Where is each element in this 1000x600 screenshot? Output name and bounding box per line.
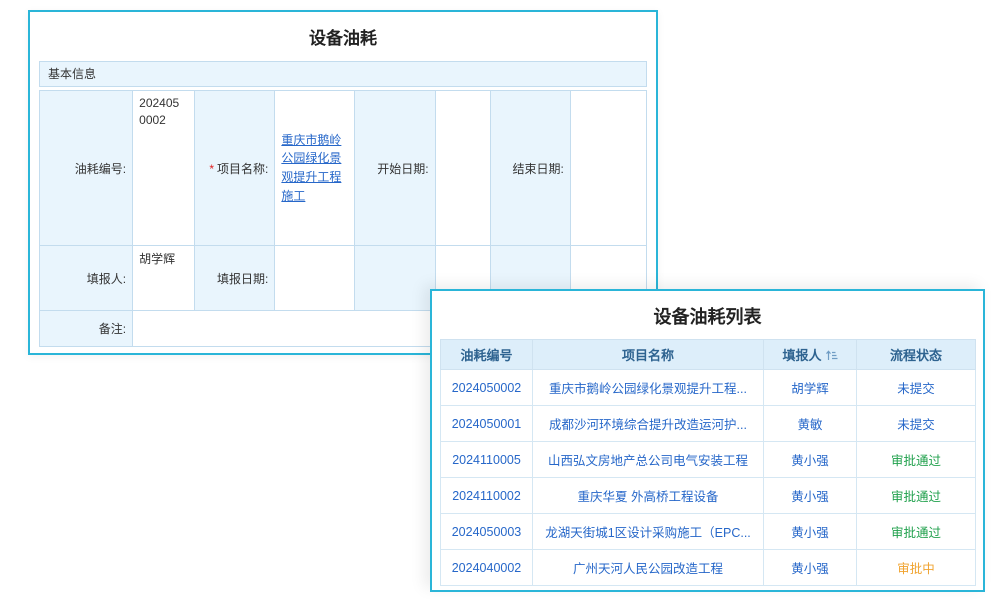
required-asterisk: * (209, 161, 215, 176)
project-name-cell: 重庆市鹅岭公园绿化景观提升工程施工 (274, 90, 356, 246)
filler-label: 填报人: (38, 245, 134, 311)
filler-cell: 黄小强 (763, 513, 857, 550)
form-title: 设备油耗 (309, 29, 377, 48)
filler-cell: 黄小强 (763, 549, 857, 586)
fuel-form-panel: 设备油耗 基本信息 油耗编号: 2024050002 *项目名称: 重庆市鹅岭公… (28, 10, 658, 355)
project-link[interactable]: 重庆市鹅岭公园绿化景观提升工程... (549, 382, 747, 396)
column-header-status: 流程状态 (856, 339, 976, 370)
basic-info-label: 基本信息 (48, 67, 97, 81)
fuel-no-link[interactable]: 2024050002 (451, 380, 522, 395)
fuel-no-link[interactable]: 2024040002 (451, 560, 522, 575)
project-link[interactable]: 龙湖天街城1区设计采购施工（EPC... (545, 526, 751, 540)
column-header-project: 项目名称 (532, 339, 764, 370)
start-date-value (434, 90, 491, 246)
filler-cell: 胡学辉 (763, 369, 857, 406)
status-cell: 审批通过 (856, 477, 976, 514)
remark-label: 备注: (38, 310, 134, 347)
fill-date-label: 填报日期: (194, 245, 276, 311)
fuel-list-table: 油耗编号 项目名称 填报人 流程状态 2024050002 重庆市鹅岭公园绿化景… (440, 339, 976, 586)
project-link[interactable]: 山西弘文房地产总公司电气安装工程 (547, 454, 748, 468)
filler-cell: 黄小强 (763, 441, 857, 478)
empty-label-cell-1 (354, 245, 436, 311)
sort-ascending-icon[interactable] (825, 349, 838, 362)
end-date-label: 结束日期: (489, 90, 571, 246)
fuel-no-link[interactable]: 2024110002 (452, 488, 521, 503)
project-name-link[interactable]: 重庆市鹅岭公园绿化景观提升工程施工 (281, 132, 342, 203)
table-row: 2024050001 成都沙河环境综合提升改造运河护... 黄敏 未提交 (440, 405, 976, 442)
fill-date-value (274, 245, 356, 311)
filler-cell: 黄小强 (763, 477, 857, 514)
table-header-row: 油耗编号 项目名称 填报人 流程状态 (440, 339, 976, 370)
fuel-list-panel: 设备油耗列表 油耗编号 项目名称 填报人 流程状态 (430, 289, 985, 592)
table-row: 2024050003 龙湖天街城1区设计采购施工（EPC... 黄小强 审批通过 (440, 513, 976, 550)
basic-info-section-header: 基本信息 (39, 61, 647, 87)
start-date-label: 开始日期: (354, 90, 436, 246)
column-header-filler-label: 填报人 (782, 348, 822, 363)
table-row: 2024040002 广州天河人民公园改造工程 黄小强 审批中 (440, 549, 976, 586)
fuel-no-value: 2024050002 (132, 90, 196, 246)
filler-value: 胡学辉 (132, 245, 196, 311)
project-link[interactable]: 成都沙河环境综合提升改造运河护... (549, 418, 747, 432)
status-cell: 审批通过 (856, 513, 976, 550)
end-date-value (569, 90, 648, 246)
fuel-no-label: 油耗编号: (38, 90, 134, 246)
column-header-fuel-no: 油耗编号 (440, 339, 533, 370)
status-cell: 未提交 (856, 369, 976, 406)
filler-cell: 黄敏 (763, 405, 857, 442)
fuel-form-table: 油耗编号: 2024050002 *项目名称: 重庆市鹅岭公园绿化景观提升工程施… (38, 90, 648, 347)
project-label-text: 项目名称: (217, 161, 269, 176)
fuel-no-text: 2024050002 (139, 96, 180, 128)
project-link[interactable]: 重庆华夏 外高桥工程设备 (577, 490, 719, 504)
table-row: 2024110005 山西弘文房地产总公司电气安装工程 黄小强 审批通过 (440, 441, 976, 478)
column-header-filler[interactable]: 填报人 (763, 339, 857, 370)
status-cell: 审批通过 (856, 441, 976, 478)
status-cell: 审批中 (856, 549, 976, 586)
table-row: 2024050002 重庆市鹅岭公园绿化景观提升工程... 胡学辉 未提交 (440, 369, 976, 406)
fuel-no-link[interactable]: 2024110005 (452, 452, 521, 467)
status-cell: 未提交 (856, 405, 976, 442)
fuel-no-link[interactable]: 2024050001 (451, 416, 522, 431)
table-row: 2024110002 重庆华夏 外高桥工程设备 黄小强 审批通过 (440, 477, 976, 514)
project-name-label: *项目名称: (194, 90, 276, 246)
project-link[interactable]: 广州天河人民公园改造工程 (572, 562, 723, 576)
fuel-no-link[interactable]: 2024050003 (451, 524, 522, 539)
list-title: 设备油耗列表 (653, 307, 762, 327)
